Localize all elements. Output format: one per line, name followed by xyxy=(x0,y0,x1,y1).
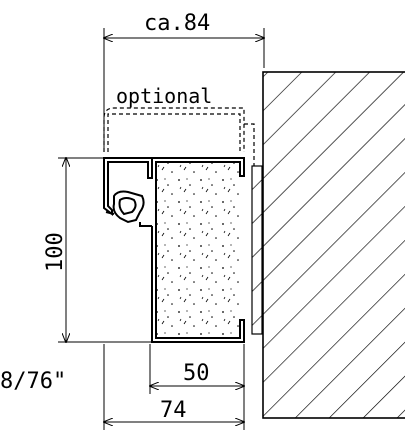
concrete-fill xyxy=(154,158,240,338)
inner-width-label: 50 xyxy=(183,361,210,386)
top-width-label: ca.84 xyxy=(144,11,210,36)
optional-label: optional xyxy=(116,84,212,108)
outer-width-label: 74 xyxy=(160,398,187,423)
door-seal xyxy=(105,190,145,224)
height-label: 100 xyxy=(43,232,68,272)
left-size-label: 8/76" xyxy=(0,369,66,394)
dimension-height xyxy=(58,158,152,342)
dimension-top-width xyxy=(104,28,264,150)
dimension-outer-width xyxy=(104,344,244,430)
dimension-inner-width xyxy=(150,344,244,430)
optional-extension xyxy=(103,107,255,166)
wall-section xyxy=(262,71,405,419)
wall-strip xyxy=(251,165,263,335)
